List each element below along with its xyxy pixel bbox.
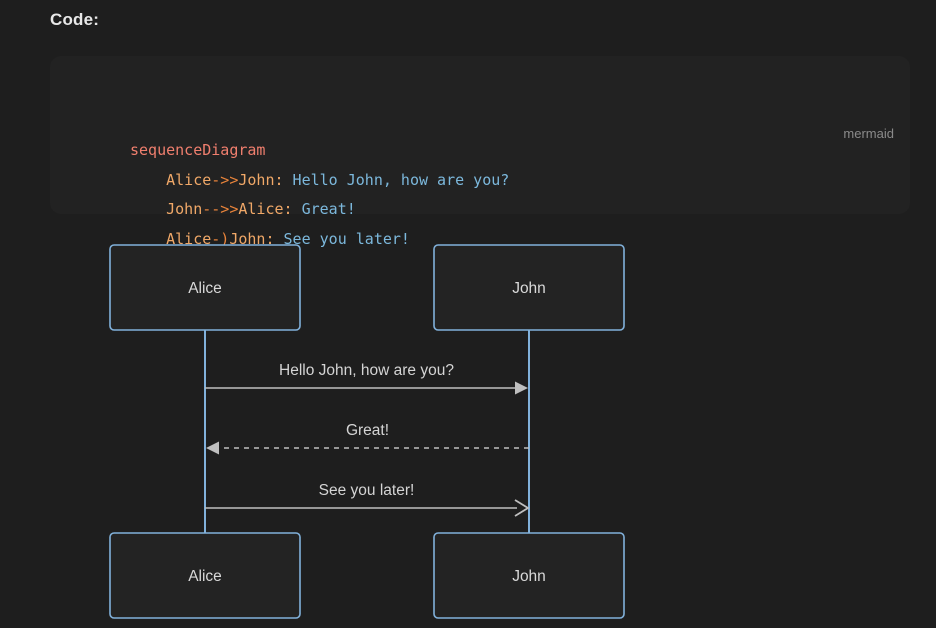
code-token-actor: Alice xyxy=(166,170,212,189)
code-token-arrow: -) xyxy=(211,229,230,248)
code-token-colon: : xyxy=(283,200,293,218)
code-token-arrow: -->> xyxy=(202,200,239,218)
actor-name-label: John xyxy=(512,280,546,297)
code-line: sequenceDiagram xyxy=(130,136,509,166)
actor-box-rect xyxy=(109,532,301,619)
message-label: Great! xyxy=(346,422,389,439)
message-2: Great! xyxy=(206,422,529,455)
message-1: Hello John, how are you? xyxy=(205,362,528,395)
code-token-msg: Great! xyxy=(292,200,356,218)
message-3: See you later! xyxy=(205,482,530,517)
code-token-colon: : xyxy=(265,229,275,248)
code-token-keyword: sequenceDiagram xyxy=(130,141,266,159)
code-line: Alice-)John: See you later! xyxy=(130,225,509,255)
code-language-label: mermaid xyxy=(843,126,894,141)
actor-name-label: Alice xyxy=(188,568,222,585)
code-token-actor: Alice xyxy=(166,229,212,248)
code-token-actor: John xyxy=(166,200,203,218)
message-label: See you later! xyxy=(319,482,415,499)
arrowhead-filled xyxy=(206,441,219,455)
code-source[interactable]: sequenceDiagram Alice->>John: Hello John… xyxy=(130,136,509,254)
code-token-msg: See you later! xyxy=(274,229,410,248)
code-indent xyxy=(130,171,166,189)
page-title: Code: xyxy=(50,10,100,29)
code-token-msg: Hello John, how are you? xyxy=(283,170,510,189)
code-token-arrow: ->> xyxy=(211,170,239,189)
actor-name-label: John xyxy=(512,568,546,585)
code-indent xyxy=(130,200,166,218)
message-label: Hello John, how are you? xyxy=(279,362,454,379)
actor-box-rect xyxy=(433,532,625,619)
code-block: mermaid sequenceDiagram Alice->>John: He… xyxy=(50,56,910,248)
actor-box-rect xyxy=(433,244,625,331)
actor-box-alice-top: Alice xyxy=(109,244,301,331)
actor-box-john-top: John xyxy=(433,244,625,331)
actor-box-rect xyxy=(109,244,301,331)
code-line: John-->>Alice: Great! xyxy=(130,195,509,225)
code-token-actor: John xyxy=(229,229,266,248)
actor-box-alice-bottom: Alice xyxy=(109,532,301,619)
actor-name-label: Alice xyxy=(188,280,222,297)
code-token-actor: Alice xyxy=(238,200,284,218)
arrowhead-open xyxy=(514,499,530,517)
code-token-colon: : xyxy=(274,170,284,189)
code-line: Alice->>John: Hello John, how are you? xyxy=(130,166,509,196)
arrowhead-filled xyxy=(515,381,528,395)
actor-box-john-bottom: John xyxy=(433,532,625,619)
code-token-actor: John xyxy=(238,170,275,189)
